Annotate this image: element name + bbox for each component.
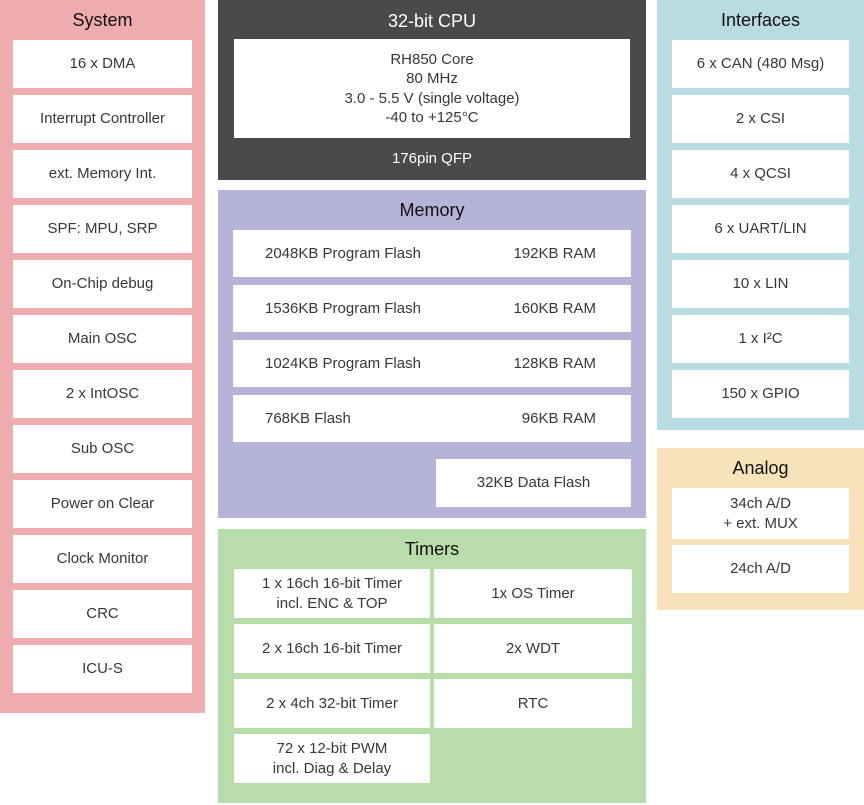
memory-ram-label: 128KB RAM <box>513 354 596 372</box>
timers-grid: 1 x 16ch 16-bit Timer incl. ENC & TOP 2 … <box>218 569 646 783</box>
timer-item-pwm: 72 x 12-bit PWM incl. Diag & Delay <box>234 734 430 783</box>
system-item-icu-s: ICU-S <box>13 645 192 693</box>
memory-flash-label: 2048KB Program Flash <box>265 244 421 262</box>
interface-item-uart-lin: 6 x UART/LIN <box>672 205 849 253</box>
system-item-power-on-clear: Power on Clear <box>13 480 192 528</box>
interface-item-i2c: 1 x I²C <box>672 315 849 363</box>
timers-panel: Timers 1 x 16ch 16-bit Timer incl. ENC &… <box>218 529 646 803</box>
timer-item-4ch-32bit: 2 x 4ch 32-bit Timer <box>234 679 430 728</box>
interface-item-qcsi: 4 x QCSI <box>672 150 849 198</box>
memory-flash-label: 1536KB Program Flash <box>265 299 421 317</box>
system-item-sub-osc: Sub OSC <box>13 425 192 473</box>
system-item-clock-monitor: Clock Monitor <box>13 535 192 583</box>
system-panel: System 16 x DMA Interrupt Controller ext… <box>0 0 205 713</box>
cpu-package-label: 176pin QFP <box>391 150 473 167</box>
interfaces-item-list: 6 x CAN (480 Msg) 2 x CSI 4 x QCSI 6 x U… <box>657 40 864 418</box>
memory-row: 1536KB Program Flash 160KB RAM <box>233 285 631 332</box>
interface-item-can: 6 x CAN (480 Msg) <box>672 40 849 88</box>
interfaces-panel: Interfaces 6 x CAN (480 Msg) 2 x CSI 4 x… <box>657 0 864 430</box>
system-item-ext-memory-int: ext. Memory Int. <box>13 150 192 198</box>
system-item-spf: SPF: MPU, SRP <box>13 205 192 253</box>
system-item-dma: 16 x DMA <box>13 40 192 88</box>
interfaces-title: Interfaces <box>720 10 801 30</box>
timer-item-wdt: 2x WDT <box>434 624 632 673</box>
memory-title: Memory <box>399 200 465 220</box>
memory-ram-label: 160KB RAM <box>513 299 596 317</box>
cpu-title: 32-bit CPU <box>387 11 477 31</box>
analog-item-list: 34ch A/D + ext. MUX 24ch A/D <box>657 488 864 593</box>
timer-item-16ch-16bit: 2 x 16ch 16-bit Timer <box>234 624 430 673</box>
memory-flash-label: 768KB Flash <box>265 409 351 427</box>
cpu-panel: 32-bit CPU RH850 Core 80 MHz 3.0 - 5.5 V… <box>218 0 646 180</box>
memory-ram-label: 192KB RAM <box>513 244 596 262</box>
system-item-intosc: 2 x IntOSC <box>13 370 192 418</box>
interface-item-csi: 2 x CSI <box>672 95 849 143</box>
memory-ram-label: 96KB RAM <box>521 409 596 427</box>
memory-panel: Memory 2048KB Program Flash 192KB RAM 15… <box>218 190 646 518</box>
timer-item-os-timer: 1x OS Timer <box>434 569 632 618</box>
timer-item-rtc: RTC <box>434 679 632 728</box>
system-item-on-chip-debug: On-Chip debug <box>13 260 192 308</box>
memory-data-flash-box: 32KB Data Flash <box>436 459 631 507</box>
analog-item-34ch-ad: 34ch A/D + ext. MUX <box>672 488 849 539</box>
memory-flash-label: 1024KB Program Flash <box>265 354 421 372</box>
analog-item-24ch-ad: 24ch A/D <box>672 545 849 593</box>
timers-title: Timers <box>404 539 460 559</box>
memory-row: 1024KB Program Flash 128KB RAM <box>233 340 631 387</box>
system-item-list: 16 x DMA Interrupt Controller ext. Memor… <box>0 40 205 693</box>
system-title: System <box>72 10 133 30</box>
timers-right-column: 1x OS Timer 2x WDT RTC <box>434 569 632 783</box>
system-item-crc: CRC <box>13 590 192 638</box>
timer-item-enc-top: 1 x 16ch 16-bit Timer incl. ENC & TOP <box>234 569 430 618</box>
system-item-main-osc: Main OSC <box>13 315 192 363</box>
memory-row-list: 2048KB Program Flash 192KB RAM 1536KB Pr… <box>218 230 646 507</box>
interface-item-lin: 10 x LIN <box>672 260 849 308</box>
memory-row: 768KB Flash 96KB RAM <box>233 395 631 442</box>
memory-row: 2048KB Program Flash 192KB RAM <box>233 230 631 277</box>
system-item-interrupt-controller: Interrupt Controller <box>13 95 192 143</box>
analog-panel: Analog 34ch A/D + ext. MUX 24ch A/D <box>657 448 864 610</box>
timers-left-column: 1 x 16ch 16-bit Timer incl. ENC & TOP 2 … <box>234 569 430 783</box>
cpu-core-box: RH850 Core 80 MHz 3.0 - 5.5 V (single vo… <box>234 39 630 138</box>
interface-item-gpio: 150 x GPIO <box>672 370 849 418</box>
analog-title: Analog <box>732 458 789 478</box>
